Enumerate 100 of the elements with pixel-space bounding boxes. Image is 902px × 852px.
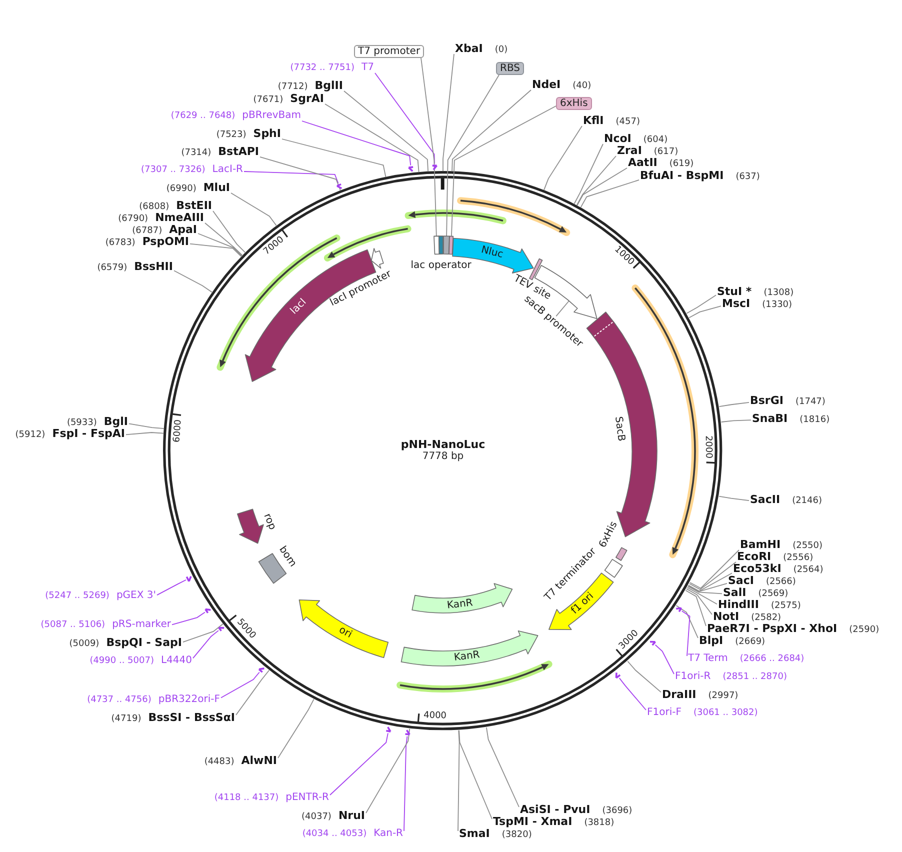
feature-label: ori [336, 624, 354, 642]
enzyme-name: Eco53kI [733, 562, 782, 576]
enzyme-name: MluI [203, 181, 230, 195]
feature-label: KanR [454, 650, 481, 665]
leader-line [198, 233, 243, 257]
leader-line [212, 210, 246, 254]
enzyme-name: BfuAI - BspMI [640, 169, 724, 183]
leader-line [688, 582, 728, 592]
enzyme-name: BamHI [740, 538, 781, 552]
feature-tag: 6xHis [556, 97, 592, 110]
cut-site-position: (4037) [302, 811, 332, 823]
leader-line [686, 586, 718, 605]
enzyme-name: SmaI [459, 827, 490, 841]
leader-line [244, 171, 339, 184]
cut-site-position: (3820) [502, 829, 532, 841]
primer-name: LacI-R [212, 163, 243, 177]
primer-name: pGEX 3' [116, 589, 156, 603]
feature-label: lacI [289, 297, 310, 318]
cut-site-position: (6783) [105, 237, 136, 249]
cut-site-position: (1816) [800, 414, 830, 426]
leader-line [580, 180, 640, 208]
enzyme-name: KflI [583, 114, 604, 128]
enzyme-name: HindIII [718, 598, 759, 612]
scale-label: 4000 [423, 711, 447, 722]
enzyme-name: AsiSI - PvuI [520, 803, 590, 817]
primer-name: Kan-R [374, 827, 403, 841]
cut-site-position: (6579) [97, 262, 128, 274]
leader-line [576, 168, 628, 206]
leader-line [685, 590, 706, 626]
enzyme-name: BssSI - BssSαI [148, 711, 235, 725]
enzyme-name: NruI [338, 809, 365, 823]
leader-line [278, 698, 314, 758]
cut-site-position: (1330) [762, 299, 792, 311]
leader-line [374, 72, 435, 164]
feature-label: f1 ori [570, 590, 597, 618]
leader-line [404, 736, 408, 832]
leader-line [686, 588, 712, 615]
leader-line [690, 550, 740, 589]
feature-label: SacB [611, 416, 626, 442]
feature-label: lac operator [410, 260, 472, 272]
enzyme-name: ApaI [169, 223, 197, 236]
leader-line [344, 90, 428, 172]
primer-position: (5087 .. 5106) [40, 619, 106, 631]
leader-line [688, 562, 736, 590]
primer-position: (3061 .. 3082) [693, 707, 758, 719]
cut-site-position: (7712) [278, 81, 308, 93]
cut-site-position: (7671) [253, 94, 284, 106]
leader-line [126, 432, 164, 436]
enzyme-name: StuI * [717, 285, 752, 299]
primer-name: T7 Term [688, 652, 728, 666]
leader-line [556, 300, 570, 317]
leader-line [458, 730, 460, 832]
primer-position: (2666 .. 2684) [740, 653, 804, 665]
leader-line [128, 423, 165, 429]
leader-line [156, 579, 186, 596]
leader-line [324, 104, 420, 173]
plasmid-name: pNH-NanoLuc [400, 438, 486, 451]
primer-position: (4990 .. 5007) [90, 655, 154, 667]
primer-position: (4034 .. 4053) [302, 828, 367, 840]
leader-line [451, 106, 556, 237]
cut-site-position: (617) [654, 146, 678, 158]
enzyme-name: BglI [104, 415, 128, 429]
primer-position: (7732 .. 7751) [290, 62, 355, 74]
primer-position: (4118 .. 4137) [214, 792, 279, 804]
leader-line [452, 90, 532, 172]
leader-line [260, 156, 341, 192]
leader-line [190, 243, 242, 258]
plasmid-size: 7778 bp [422, 451, 464, 463]
enzyme-name: SnaBI [752, 412, 788, 426]
cut-site-position: (6787) [132, 225, 162, 236]
cut-site-position: (5933) [66, 417, 97, 429]
cut-site-position: (3696) [602, 805, 632, 817]
leader-line [458, 730, 492, 820]
cut-site-position: (2575) [770, 600, 801, 612]
cut-site-position: (40) [572, 80, 592, 92]
enzyme-name: PspOMI [142, 235, 189, 249]
leader-line [302, 120, 412, 166]
leader-line [446, 74, 500, 236]
leader-line [230, 192, 278, 226]
cut-site-position: (1308) [764, 287, 794, 299]
cut-site-position: (2997) [708, 690, 738, 702]
primer-position: (7307 .. 7326) [141, 164, 206, 176]
primer-name: L4440 [160, 654, 192, 668]
cut-site-position: (6808) [139, 201, 170, 213]
leader-line [442, 54, 454, 172]
enzyme-name: PaeR7I - PspXI - XhoI [707, 622, 838, 636]
cut-site-position: (7523) [216, 129, 246, 141]
leader-line [676, 605, 698, 638]
enzyme-name: DraIII [662, 688, 696, 702]
leader-line [687, 586, 722, 594]
enzyme-name: BlpI [699, 634, 724, 648]
enzyme-name: NdeI [532, 78, 561, 92]
enzyme-name: AatII [628, 156, 658, 170]
leader-line [681, 610, 690, 656]
cut-site-position: (4483) [204, 756, 234, 768]
leader-line [654, 644, 674, 674]
enzyme-name: BsrGI [750, 394, 784, 408]
leader-line [718, 496, 750, 502]
leader-line [618, 678, 646, 710]
cut-site-position: (6790) [118, 213, 148, 225]
